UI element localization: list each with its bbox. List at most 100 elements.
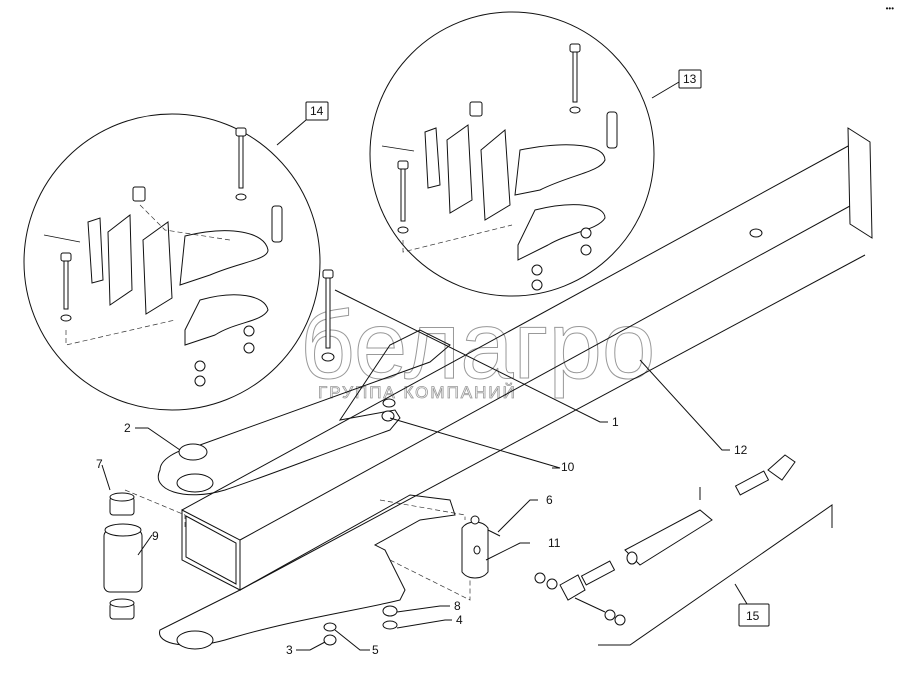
bolt-icon bbox=[397, 160, 409, 234]
stud-icon bbox=[132, 186, 146, 202]
turnbuckle-body bbox=[624, 509, 713, 566]
nut-icon bbox=[580, 227, 592, 239]
mount-plate bbox=[446, 124, 473, 214]
callout-1[interactable]: 1 bbox=[612, 415, 619, 429]
pivot-hole bbox=[176, 473, 214, 493]
boxed-callout-14-label: 14 bbox=[310, 104, 324, 118]
leader-line bbox=[734, 583, 748, 605]
detail-circle-13 bbox=[369, 11, 680, 297]
bolt-icon bbox=[43, 234, 81, 243]
beam-hole bbox=[749, 228, 763, 238]
callout-6[interactable]: 6 bbox=[546, 493, 553, 507]
threaded-rod bbox=[734, 470, 770, 496]
bolt-icon bbox=[60, 252, 72, 322]
lock-washer-icon bbox=[323, 622, 337, 632]
leader-10 bbox=[389, 417, 561, 469]
callout-10[interactable]: 10 bbox=[561, 460, 575, 474]
watermark: белагро ГРУППА КОМПАНИЙ bbox=[300, 292, 656, 403]
link-plate bbox=[87, 217, 104, 284]
boxed-callout-13[interactable]: 13 bbox=[678, 69, 702, 89]
mount-plate bbox=[480, 128, 511, 221]
watermark-brand: белагро bbox=[300, 292, 655, 399]
nut-icon bbox=[194, 360, 206, 372]
link-plate bbox=[424, 127, 441, 189]
pivot-block-11 bbox=[461, 515, 489, 579]
bracket-line-15 bbox=[598, 504, 833, 646]
washer-icon bbox=[604, 609, 616, 621]
bracket-plate bbox=[514, 144, 606, 196]
bolt-icon bbox=[381, 145, 415, 152]
callout-3[interactable]: 3 bbox=[286, 643, 293, 657]
bushing-7 bbox=[109, 492, 135, 516]
detail-circle-outline bbox=[369, 11, 655, 297]
mount-plate bbox=[107, 214, 133, 306]
boxed-callout-15-label: 15 bbox=[746, 609, 760, 623]
leader-11 bbox=[485, 542, 530, 561]
leader-7 bbox=[101, 464, 111, 491]
nut-icon bbox=[243, 325, 255, 337]
callout-4[interactable]: 4 bbox=[456, 613, 463, 627]
washer-icon bbox=[534, 572, 546, 584]
main-beam bbox=[181, 127, 873, 591]
leader-line bbox=[651, 81, 680, 99]
detail-circle-outline bbox=[23, 113, 321, 411]
callout-11[interactable]: 11 bbox=[548, 536, 561, 550]
pivot-hole bbox=[176, 630, 214, 650]
lower-arm-plate bbox=[159, 494, 456, 650]
nut-icon bbox=[531, 279, 543, 291]
stud-icon bbox=[469, 101, 483, 117]
boxed-callout-14[interactable]: 14 bbox=[305, 101, 329, 121]
leader-12 bbox=[639, 359, 730, 451]
leader-lines bbox=[101, 289, 730, 651]
callout-5[interactable]: 5 bbox=[372, 643, 379, 657]
nut-icon bbox=[194, 375, 206, 387]
beam-end bbox=[181, 509, 241, 591]
boxed-callout-15[interactable]: 15 bbox=[738, 603, 770, 627]
bolt-1 bbox=[321, 269, 335, 362]
upper-arm-plate bbox=[157, 329, 451, 496]
leader-8 bbox=[396, 605, 450, 613]
leader-1 bbox=[334, 289, 608, 423]
corner-mark: ••• bbox=[885, 4, 894, 13]
bushing-icon bbox=[382, 605, 398, 617]
beam-flange bbox=[847, 127, 873, 239]
clevis bbox=[767, 454, 796, 481]
callout-2[interactable]: 2 bbox=[124, 421, 131, 435]
mount-plate bbox=[142, 221, 173, 315]
nut-icon bbox=[243, 342, 255, 354]
bushing-lower bbox=[109, 598, 135, 620]
bushing-icon bbox=[381, 410, 395, 422]
bracket-plate bbox=[184, 294, 269, 346]
callout-12[interactable]: 12 bbox=[734, 443, 748, 457]
turnbuckle-assembly bbox=[534, 454, 833, 646]
spacer-tube bbox=[271, 205, 283, 243]
bolt-icon bbox=[235, 127, 247, 201]
bracket-plate bbox=[179, 230, 269, 286]
callout-8[interactable]: 8 bbox=[454, 599, 461, 613]
leader-2 bbox=[135, 427, 181, 451]
leader-3 bbox=[296, 641, 326, 651]
clevis bbox=[559, 574, 586, 601]
boxed-callout-13-label: 13 bbox=[683, 72, 697, 86]
washer-icon bbox=[382, 620, 398, 630]
watermark-subtitle: ГРУППА КОМПАНИЙ bbox=[318, 383, 517, 402]
bolt-icon bbox=[569, 43, 581, 114]
pin-6 bbox=[487, 529, 501, 537]
washer-icon bbox=[614, 614, 626, 626]
spacer-tube bbox=[606, 111, 618, 149]
detail-circle-14 bbox=[23, 113, 321, 411]
nut-icon bbox=[382, 398, 396, 408]
callout-labels: 1 2 3 4 5 6 7 8 9 10 11 12 bbox=[96, 415, 748, 657]
nut-icon bbox=[531, 264, 543, 276]
callout-7[interactable]: 7 bbox=[96, 457, 103, 471]
leader-4 bbox=[396, 619, 452, 629]
nut-icon bbox=[323, 634, 337, 646]
washer-icon bbox=[546, 578, 558, 590]
nut-icon bbox=[580, 244, 592, 256]
leader-6 bbox=[497, 499, 538, 533]
clevis-pin bbox=[574, 597, 606, 613]
callout-9[interactable]: 9 bbox=[152, 529, 159, 543]
leader-5 bbox=[334, 629, 370, 651]
